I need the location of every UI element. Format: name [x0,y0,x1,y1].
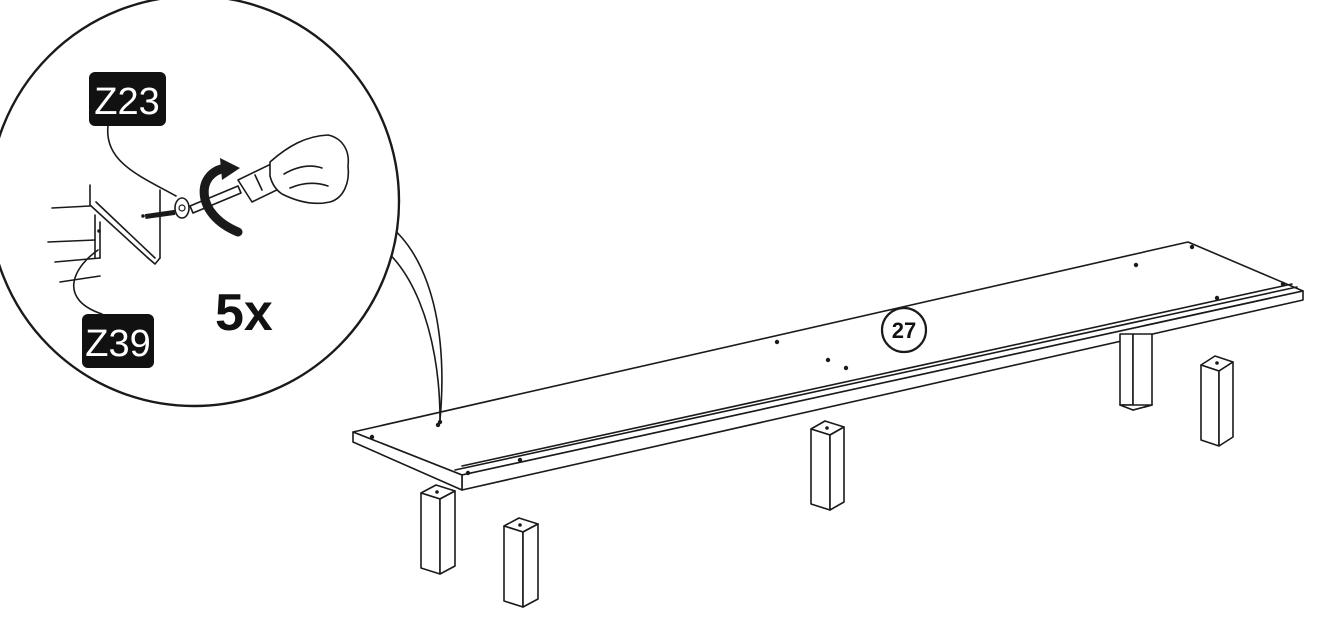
board-hole [825,357,831,363]
step-badge-circle [880,306,928,354]
part-label-z23-box [89,72,166,126]
part-label-z39-text: Z39 [85,323,150,365]
leg-front-left-b [503,517,539,608]
part-label-z39-leader [72,249,103,315]
screw [144,197,190,220]
hand-icon [269,134,350,205]
part-label-z23: Z23 [89,72,177,197]
rotate-arrow-icon [199,158,243,237]
leg-front-right [1200,355,1234,447]
board-hole [843,365,849,371]
part-label-z23-leader [107,125,177,197]
board [352,241,1304,491]
quantity-label: 5x [215,284,273,342]
part-label-z23-text: Z23 [94,81,159,123]
board-hole [1214,295,1220,301]
part-label-z39: Z39 [72,249,154,368]
board-hole [517,457,523,463]
leg-front-left-a [420,484,456,575]
board-hole [1133,262,1139,268]
board-groove-line-1 [461,283,1293,467]
board-hole [1280,281,1286,287]
step-number: 27 [892,318,916,343]
board-hole [1189,244,1195,250]
leg-back-right [1119,333,1153,411]
board-hole [774,339,780,345]
corner-panel [47,184,161,283]
board-groove-line-2 [454,286,1298,471]
board-side-edge [352,431,463,491]
detail-callout: Z23 Z39 5x [0,0,401,408]
step-badge: 27 [880,306,928,354]
board-hole [465,470,471,476]
leg-middle [810,420,845,511]
board-hole [369,434,375,440]
part-label-z39-box [82,314,154,368]
